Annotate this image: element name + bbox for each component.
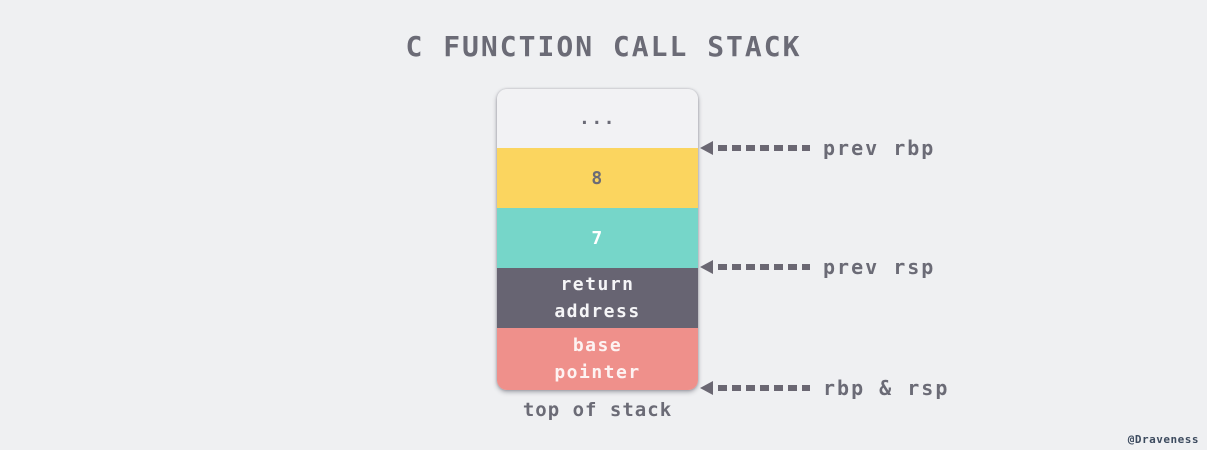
annotation-rbp-rsp: rbp & rsp	[700, 376, 949, 400]
arrow-dashes	[713, 385, 810, 391]
watermark-credit: @Draveness	[1127, 433, 1199, 446]
dashed-arrow-left-icon	[700, 260, 810, 274]
annotation-label: rbp & rsp	[823, 376, 950, 400]
arrow-head-icon	[700, 260, 713, 274]
stack-cell-ellipsis: ...	[497, 89, 698, 148]
dashed-arrow-left-icon	[700, 141, 810, 155]
arrow-head-icon	[700, 381, 713, 395]
stack-cell-return-address: return address	[497, 268, 698, 328]
arrow-head-icon	[700, 141, 713, 155]
annotation-prev-rsp: prev rsp	[700, 255, 935, 279]
annotation-label: prev rbp	[823, 136, 936, 160]
arrow-dashes	[713, 264, 810, 270]
annotation-prev-rbp: prev rbp	[700, 136, 935, 160]
diagram-title: C FUNCTION CALL STACK	[405, 30, 802, 63]
stack-cell-base-pointer: base pointer	[497, 328, 698, 390]
annotation-label: prev rsp	[823, 255, 936, 279]
call-stack: ... 8 7 return address base pointer	[497, 89, 698, 390]
stack-cell-arg-7: 7	[497, 208, 698, 268]
stack-cell-arg-8: 8	[497, 148, 698, 208]
arrow-dashes	[713, 145, 810, 151]
stack-caption: top of stack	[522, 399, 673, 421]
dashed-arrow-left-icon	[700, 381, 810, 395]
